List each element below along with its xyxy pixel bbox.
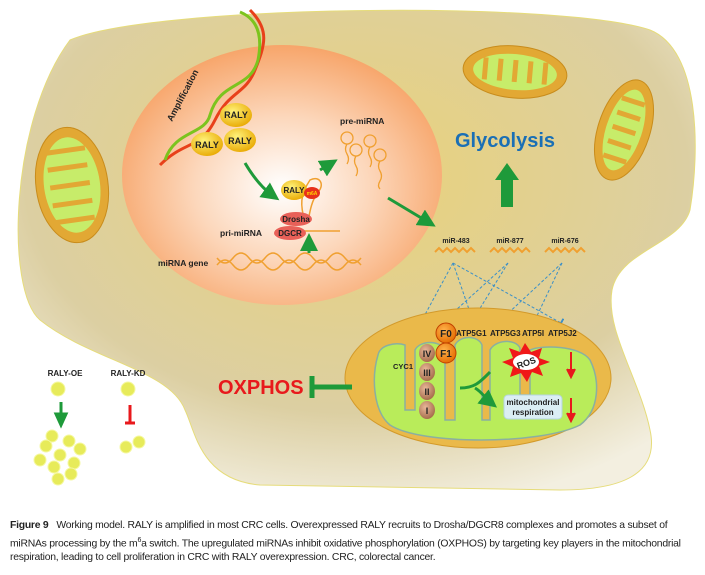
respiration-decrease-arrow [566,398,576,424]
dna-helix-icon [158,8,266,167]
pri-mirna-hairpin [300,178,322,223]
raly-oe-label: RALY-OE [48,369,83,378]
mitochondrion-right [594,79,654,181]
oxphos-inhibit-icon [309,376,352,398]
svg-text:Drosha: Drosha [282,215,310,224]
pri-mirna-label: pri-miRNA [220,228,262,238]
target-atp5i: ATP5I [522,329,544,338]
figure-caption: Figure 9 Working model. RALY is amplifie… [10,519,700,566]
raly-protein: RALY [281,180,307,200]
arrow-to-cytoplasm [387,196,436,227]
complex-i: I [419,401,435,419]
raly-protein: RALY [220,103,252,127]
cells-icon [33,381,146,486]
complex-ii: II [419,382,435,400]
svg-text:IV: IV [423,349,432,359]
svg-text:RALY: RALY [224,110,248,120]
mirna-label: miR-483 [442,238,469,245]
working-model-diagram: Amplification RALY RALY RALY RALY m6A Dr… [17,8,696,491]
ros-burst-icon: ROS [502,343,550,382]
target-cyc1: CYC1 [393,362,413,371]
raly-kd-label: RALY-KD [111,369,146,378]
glycolysis-up-arrow [495,163,519,207]
caption-text: Working model. RALY is amplified in most… [10,520,668,549]
svg-text:respiration: respiration [512,408,553,417]
svg-text:RALY: RALY [228,136,252,146]
branch-arrow [459,370,490,402]
caption-text: a switch. The upregulated miRNAs inhibit… [10,537,681,564]
target-atp5j2: ATP5J2 [548,329,577,338]
mirna-label: miR-877 [496,238,523,245]
svg-text:II: II [424,387,429,397]
svg-text:F1: F1 [440,349,452,360]
complex-f0: F0 [435,322,457,344]
dgcr-protein: DGCR [274,226,306,240]
complex-iii: III [419,363,435,381]
svg-text:III: III [423,368,431,378]
raly-protein: RALY [224,128,256,152]
svg-text:DGCR: DGCR [278,229,302,238]
m6a-mark: m6A [304,187,320,199]
ros-decrease-arrow [566,352,576,380]
mirna-gene-label: miRNA gene [158,258,208,268]
mirna-list: miR-483 miR-877 miR-676 [434,238,586,254]
mitochondrion-left [34,126,110,244]
pre-mirna-hairpins-icon [340,131,387,190]
target-atp5g1: ATP5G1 [456,329,487,338]
svg-text:I: I [426,406,429,416]
raly-protein: RALY [191,132,223,156]
arrow-raly-to-complex [243,162,280,201]
complex-iv: IV [419,344,435,362]
svg-text:F0: F0 [440,329,452,340]
proliferation-arrow [53,402,69,429]
nucleus [122,45,442,305]
mirna-label: miR-676 [551,238,578,245]
mirna-gene-helix [216,252,362,271]
caption-superscript: 6 [137,536,142,544]
svg-text:m6A: m6A [307,191,318,197]
drosha-protein: Drosha [280,212,312,226]
arrow-to-pre-mirna [317,159,338,177]
figure-label: Figure 9 [10,520,49,531]
svg-text:RALY: RALY [283,186,305,195]
svg-text:RALY: RALY [195,140,219,150]
proliferation-inhibit-icon [125,405,135,425]
glycolysis-label: Glycolysis [455,130,555,152]
mitochondrial-respiration-box: mitochondrial respiration [503,394,563,420]
complex-f1: F1 [435,342,457,364]
target-atp5g3: ATP5G3 [490,329,521,338]
svg-text:mitochondrial: mitochondrial [507,398,560,407]
oxphos-label: OXPHOS [218,377,304,399]
mitochondrion-top [462,45,568,99]
pre-mirna-label: pre-miRNA [340,116,384,126]
